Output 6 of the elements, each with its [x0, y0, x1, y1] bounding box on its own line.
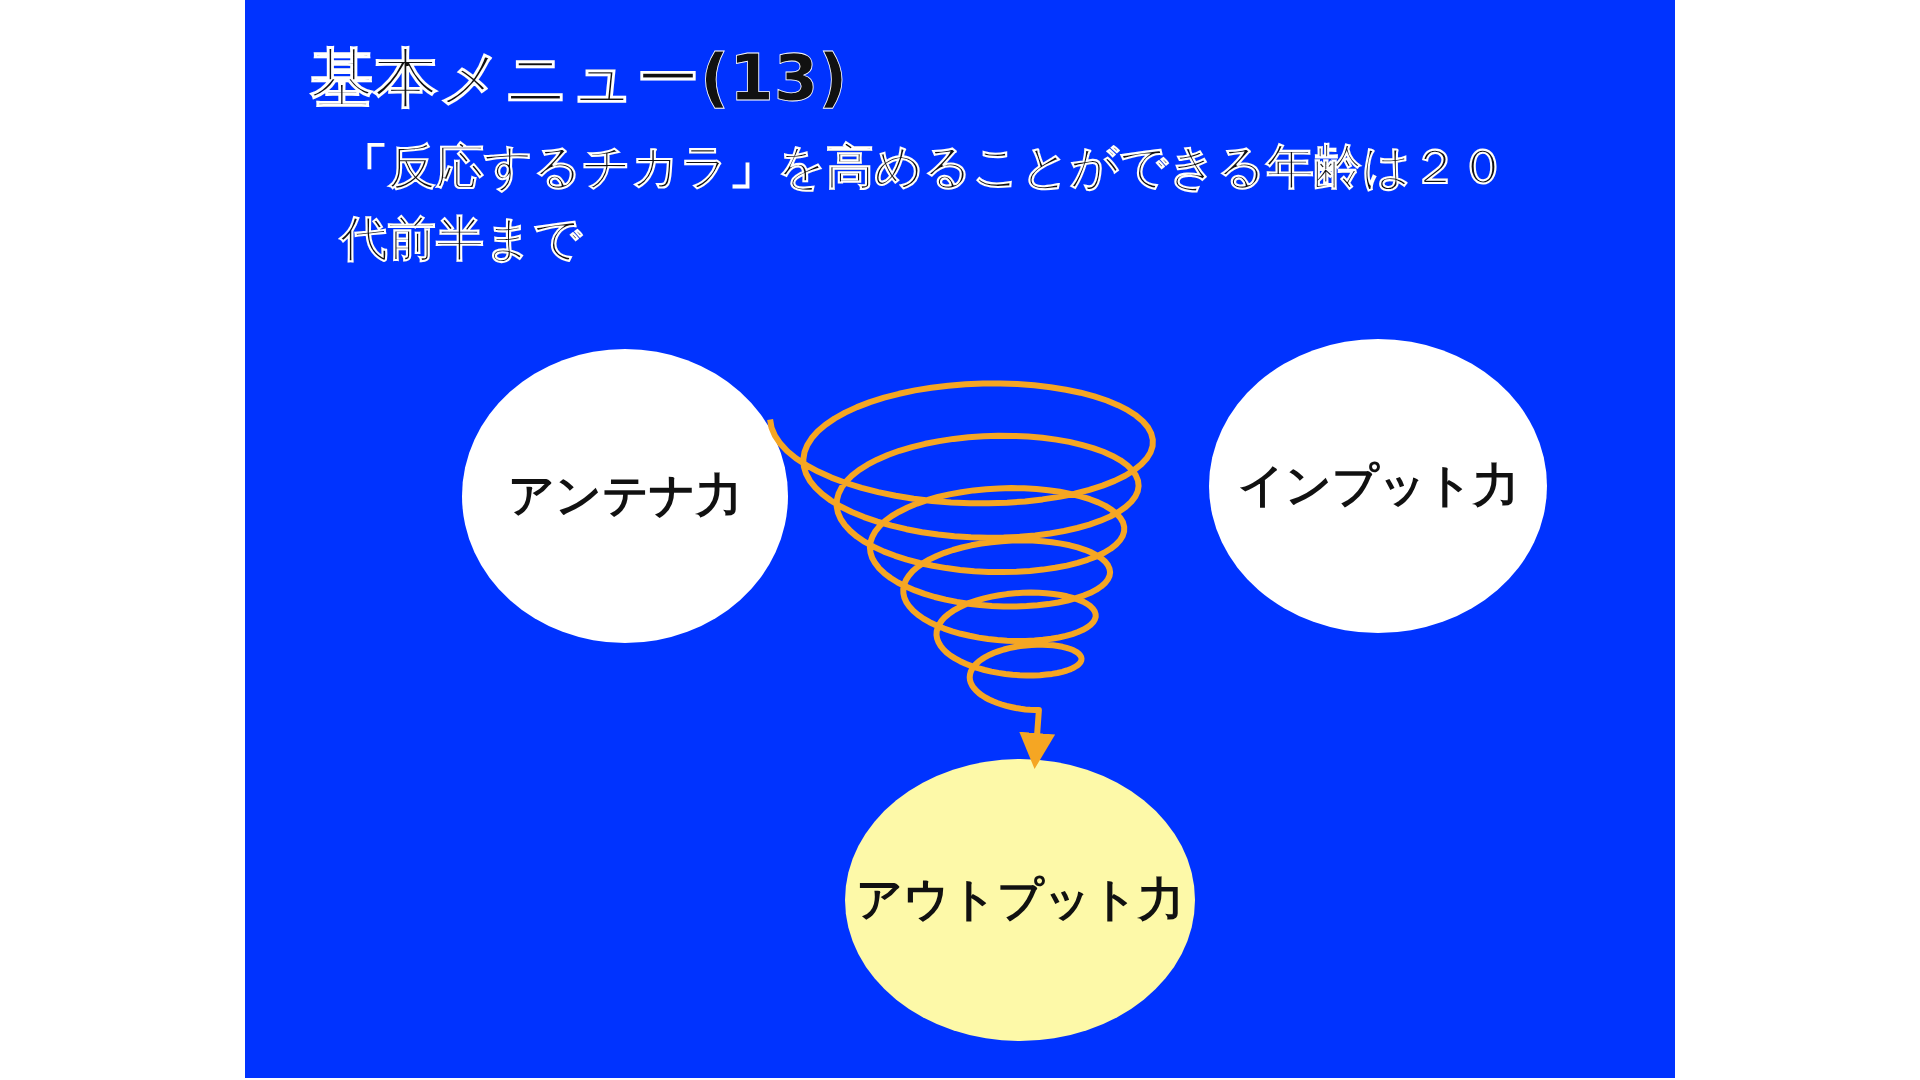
node-label: アンテナ力 — [508, 467, 742, 524]
title: 基本メニュー(13) — [310, 40, 848, 117]
subtitle: 「反応するチカラ」を高めることができる年齢は２０代前半まで — [340, 137, 1508, 268]
node-label: アウトプット力 — [856, 871, 1184, 928]
spiral-arrow — [767, 380, 1156, 769]
node-label: インプット力 — [1237, 457, 1519, 514]
